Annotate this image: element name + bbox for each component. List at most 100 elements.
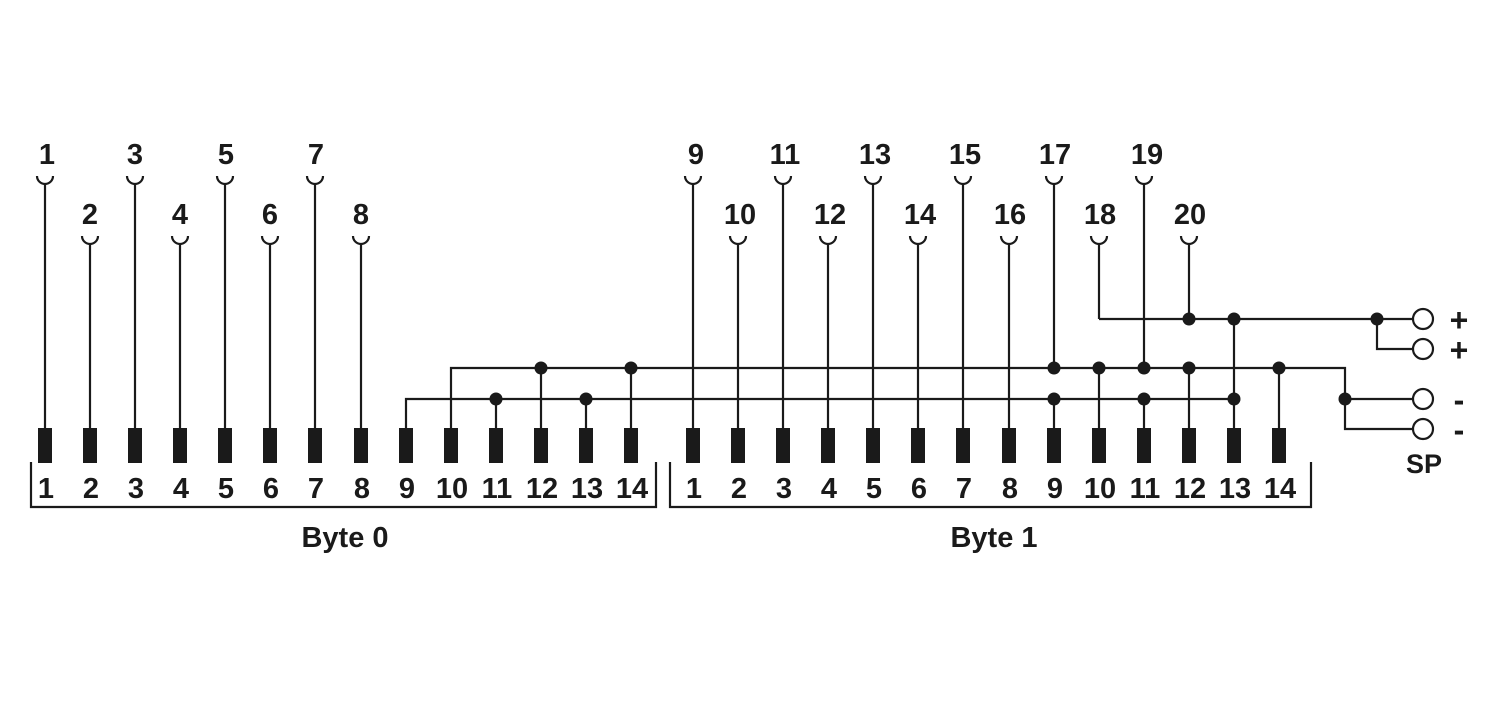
junction-dot xyxy=(1092,361,1106,375)
contact-label-1: 1 xyxy=(39,139,55,171)
pin-number: 13 xyxy=(1219,473,1251,505)
contact-label-17: 17 xyxy=(1039,139,1071,171)
junction-dot xyxy=(1137,392,1151,406)
pin-block xyxy=(1182,428,1196,463)
contact-label-15: 15 xyxy=(949,139,981,171)
pin-number: 9 xyxy=(399,473,415,505)
contact-label-5: 5 xyxy=(218,139,234,171)
junction-dot xyxy=(489,392,503,406)
pin-number: 8 xyxy=(354,473,370,505)
contact-cup-11 xyxy=(773,175,793,186)
group-label-byte0: Byte 0 xyxy=(301,522,388,554)
junction-dot xyxy=(1137,361,1151,375)
pin-number: 5 xyxy=(218,473,234,505)
pin-block xyxy=(821,428,835,463)
pin-block xyxy=(731,428,745,463)
pin-block xyxy=(1092,428,1106,463)
junction-dot xyxy=(1182,361,1196,375)
pin-block xyxy=(399,428,413,463)
junction-dot xyxy=(1047,361,1061,375)
contact-cup-10 xyxy=(728,235,748,246)
supply-terminals xyxy=(1411,307,1435,441)
pin-block xyxy=(1047,428,1061,463)
contact-cup-12 xyxy=(818,235,838,246)
pin-number: 14 xyxy=(616,473,648,505)
pin-block xyxy=(38,428,52,463)
supply-terminal xyxy=(1411,337,1435,361)
contact-cup-7 xyxy=(305,175,325,186)
pin-number: 10 xyxy=(1084,473,1116,505)
junction-dot xyxy=(1182,312,1196,326)
contact-cup-18 xyxy=(1089,235,1109,246)
contact-cup-2 xyxy=(80,235,100,246)
supply-terminal xyxy=(1411,417,1435,441)
contact-label-12: 12 xyxy=(814,199,846,231)
contact-label-20: 20 xyxy=(1174,199,1206,231)
contact-label-2: 2 xyxy=(82,199,98,231)
junction-dot xyxy=(1338,392,1352,406)
junction-dot xyxy=(624,361,638,375)
common-bus-a xyxy=(449,366,1413,428)
contact-cup-1 xyxy=(35,175,55,186)
byte1-bracket xyxy=(668,462,1313,509)
junction-dot xyxy=(1047,392,1061,406)
supply-terminal-label: - xyxy=(1454,412,1465,448)
pin-block xyxy=(624,428,638,463)
pin-block xyxy=(686,428,700,463)
pin-block xyxy=(354,428,368,463)
connector-pins xyxy=(38,428,1286,463)
contact-cup-20 xyxy=(1179,235,1199,246)
contact-label-10: 10 xyxy=(724,199,756,231)
pin-number: 14 xyxy=(1264,473,1296,505)
pin-number: 11 xyxy=(482,473,513,505)
supply-plus-branch xyxy=(1375,319,1413,351)
pin-block xyxy=(128,428,142,463)
pin-number: 8 xyxy=(1002,473,1018,505)
junction-dot xyxy=(1370,312,1384,326)
pin-number: 12 xyxy=(1174,473,1206,505)
pin-block xyxy=(534,428,548,463)
pin-block xyxy=(776,428,790,463)
contact-cup-8 xyxy=(351,235,371,246)
contact-label-9: 9 xyxy=(688,139,704,171)
pin-number: 2 xyxy=(731,473,747,505)
pin-block xyxy=(444,428,458,463)
contact-cup-15 xyxy=(953,175,973,186)
supply-terminal-label: - xyxy=(1454,382,1465,418)
pin-block xyxy=(83,428,97,463)
contact-cup-3 xyxy=(125,175,145,186)
pin-number: 4 xyxy=(173,473,189,505)
group-label-byte1: Byte 1 xyxy=(950,522,1037,554)
wires xyxy=(43,184,1413,431)
junction-dot xyxy=(579,392,593,406)
pin-block xyxy=(579,428,593,463)
contact-cups xyxy=(35,175,1199,246)
contact-label-18: 18 xyxy=(1084,199,1116,231)
contact-cup-16 xyxy=(999,235,1019,246)
pin-block xyxy=(173,428,187,463)
pin-number: 11 xyxy=(1130,473,1161,505)
pin-number: 2 xyxy=(83,473,99,505)
pin-number: 13 xyxy=(571,473,603,505)
pin-number: 6 xyxy=(911,473,927,505)
contact-label-13: 13 xyxy=(859,139,891,171)
junction-dots xyxy=(489,312,1384,406)
contact-cup-6 xyxy=(260,235,280,246)
common-bus-b xyxy=(404,397,1234,428)
supply-terminal-label: + xyxy=(1450,332,1469,368)
pin-block xyxy=(263,428,277,463)
junction-dot xyxy=(1272,361,1286,375)
junction-dot xyxy=(1227,312,1241,326)
contact-cup-5 xyxy=(215,175,235,186)
contact-label-8: 8 xyxy=(353,199,369,231)
pin-number: 7 xyxy=(956,473,972,505)
contact-cup-14 xyxy=(908,235,928,246)
pin-number: 6 xyxy=(263,473,279,505)
contact-label-4: 4 xyxy=(172,199,188,231)
contact-cup-19 xyxy=(1134,175,1154,186)
pin-block xyxy=(1272,428,1286,463)
contact-label-6: 6 xyxy=(262,199,278,231)
pin-block xyxy=(911,428,925,463)
pin-block xyxy=(956,428,970,463)
